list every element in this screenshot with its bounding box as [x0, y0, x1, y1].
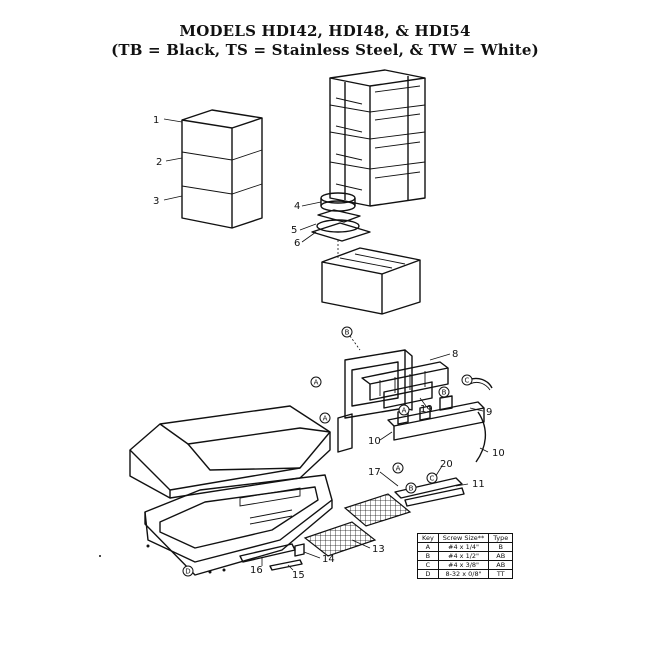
- svg-text:B: B: [409, 485, 414, 493]
- screw-key-marker: D: [182, 565, 194, 577]
- table-cell: A: [417, 542, 439, 552]
- duct-cover-sections: [181, 109, 263, 229]
- screw-key-marker: B: [438, 386, 450, 398]
- grease-filters: [303, 493, 412, 557]
- callout-5: 5: [291, 225, 297, 236]
- svg-text:A: A: [323, 415, 328, 423]
- callout-14: 14: [322, 554, 335, 565]
- callout-10-right: 10: [492, 448, 505, 459]
- table-cell: B: [417, 551, 439, 561]
- callout-3: 3: [153, 196, 159, 207]
- title-line-1: MODELS HDI42, HDI48, & HDI54: [179, 22, 471, 40]
- callout-numbers: 1 2 3 4 5 6 8 9 10 10 11 13 14 15 16 17 …: [153, 115, 505, 581]
- screw-key-table: Key Screw Size** Type A #4 x 1/4" B B #4…: [417, 533, 514, 579]
- upper-frame-tower: [329, 69, 426, 207]
- table-cell: AB: [488, 560, 514, 570]
- screw-key-marker: A: [398, 404, 410, 416]
- control-panel-assembly: [337, 335, 493, 463]
- table-cell: D: [417, 569, 439, 579]
- table-row: D 8-32 x 0/8" TT: [417, 569, 514, 579]
- callout-1: 1: [153, 115, 159, 126]
- callout-2: 2: [156, 157, 162, 168]
- column-header: Key: [417, 533, 439, 543]
- column-header: Type: [488, 533, 514, 543]
- table-cell: C: [417, 560, 439, 570]
- callout-4: 4: [294, 201, 300, 212]
- svg-text:C: C: [430, 475, 435, 483]
- table-cell: TT: [488, 569, 514, 579]
- table-header-row: Key Screw Size** Type: [417, 533, 514, 543]
- table-cell: AB: [488, 551, 514, 561]
- callout-16: 16: [250, 565, 263, 576]
- table-cell: #4 x 1/2": [437, 551, 490, 561]
- leader-lines: [163, 118, 489, 571]
- screw-key-marker: A: [392, 462, 404, 474]
- screw-key-marker: B: [405, 482, 417, 494]
- svg-text:A: A: [396, 465, 401, 473]
- diagram-title: MODELS HDI42, HDI48, & HDI54 (TB = Black…: [0, 22, 650, 60]
- svg-text:A: A: [402, 407, 407, 415]
- screw-key-marker: A: [319, 412, 331, 424]
- svg-text:C: C: [465, 377, 470, 385]
- hood-top-box: [321, 247, 421, 315]
- callout-10-left: 10: [368, 436, 381, 447]
- light-rails: [239, 477, 465, 571]
- svg-text:A: A: [314, 379, 319, 387]
- callout-13: 13: [372, 544, 385, 555]
- screw-key-marker: A: [310, 376, 322, 388]
- hood-body: [129, 405, 333, 576]
- callout-11: 11: [472, 479, 485, 490]
- screw-key-marker: C: [461, 374, 473, 386]
- table-cell: #4 x 3/8": [437, 560, 490, 570]
- screw-key-marker: C: [426, 472, 438, 484]
- table-cell: 8-32 x 0/8": [437, 569, 490, 579]
- callout-15: 15: [292, 570, 305, 581]
- callout-9: 9: [486, 407, 492, 418]
- screw-dots: [99, 544, 226, 574]
- table-row: A #4 x 1/4" B: [417, 542, 514, 552]
- callout-20: 20: [440, 459, 453, 470]
- svg-text:B: B: [442, 389, 447, 397]
- screw-key-markers: B A C A A B C A B D: [182, 326, 473, 577]
- callout-19: 19: [420, 404, 433, 415]
- table-cell: B: [488, 542, 514, 552]
- svg-text:B: B: [345, 329, 350, 337]
- column-header: Screw Size**: [437, 533, 490, 543]
- screw-key-marker: B: [341, 326, 353, 338]
- table-cell: #4 x 1/4": [437, 542, 490, 552]
- svg-text:D: D: [185, 568, 190, 576]
- table-row: B #4 x 1/2" AB: [417, 551, 514, 561]
- title-line-2: (TB = Black, TS = Stainless Steel, & TW …: [111, 41, 539, 59]
- callout-6: 6: [294, 238, 300, 249]
- callout-17: 17: [368, 467, 381, 478]
- callout-8: 8: [452, 349, 458, 360]
- table-row: C #4 x 3/8" AB: [417, 560, 514, 570]
